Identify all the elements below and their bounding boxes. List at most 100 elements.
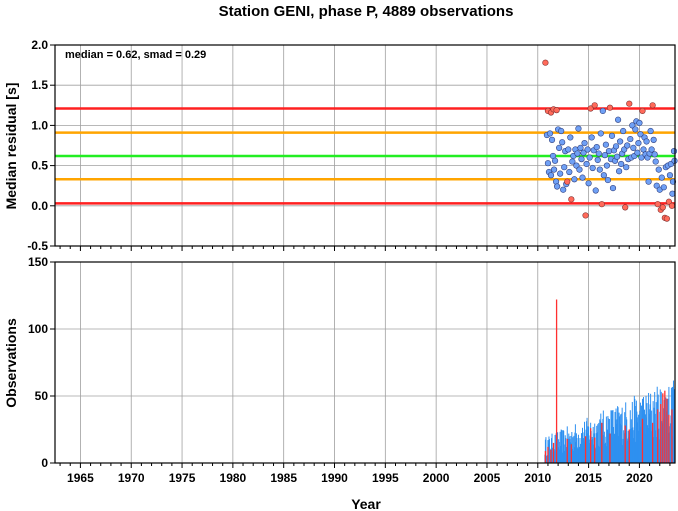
residual-point-inside bbox=[597, 130, 604, 137]
residual-point-outside bbox=[542, 59, 549, 66]
residual-point-inside bbox=[558, 127, 565, 135]
residual-point-inside bbox=[643, 138, 650, 145]
residual-point-inside bbox=[578, 156, 585, 163]
residual-point-inside bbox=[632, 126, 639, 133]
residual-point-inside bbox=[579, 174, 586, 181]
xtick-label: 1975 bbox=[169, 471, 196, 485]
residual-point-inside bbox=[584, 146, 591, 153]
residual-point-outside bbox=[622, 204, 629, 211]
residual-point-inside bbox=[561, 164, 568, 171]
residual-point-outside bbox=[587, 105, 594, 112]
residual-point-inside bbox=[604, 176, 612, 184]
stats-annotation: median = 0.62, smad = 0.29 bbox=[65, 49, 206, 61]
bottom-ytick-label: 0 bbox=[41, 456, 48, 470]
chart-title: Station GENI, phase P, 4889 observations bbox=[219, 3, 514, 20]
residual-point-inside bbox=[551, 157, 559, 164]
bottom-ytick-label: 150 bbox=[28, 255, 48, 269]
top-ytick-label: 0.0 bbox=[31, 199, 48, 213]
residual-point-inside bbox=[617, 138, 624, 145]
residual-point-inside bbox=[658, 174, 665, 181]
xtick-label: 1980 bbox=[220, 471, 247, 485]
residual-point-inside bbox=[595, 150, 602, 157]
residual-point-inside bbox=[655, 166, 662, 173]
residual-point-outside bbox=[654, 201, 661, 208]
residual-point-inside bbox=[557, 170, 564, 177]
bottom-frame bbox=[54, 261, 676, 464]
residual-point-inside bbox=[602, 141, 609, 148]
residual-point-inside bbox=[594, 156, 601, 164]
residual-point-inside bbox=[576, 166, 583, 173]
residual-point-inside bbox=[580, 149, 587, 156]
residual-point-inside bbox=[627, 135, 634, 143]
residual-point-inside bbox=[544, 160, 552, 167]
residual-point-inside bbox=[546, 130, 554, 137]
bottom-ytick-label: 100 bbox=[28, 322, 48, 336]
residual-point-inside bbox=[651, 151, 658, 158]
residual-point-inside bbox=[548, 136, 556, 143]
residual-point-inside bbox=[635, 139, 642, 147]
top-ylabel: Median residual [s] bbox=[3, 83, 19, 210]
xtick-label: 2015 bbox=[575, 471, 602, 485]
residual-point-inside bbox=[571, 176, 578, 183]
residual-point-outside bbox=[582, 212, 589, 219]
top-ytick-label: 1.0 bbox=[31, 118, 48, 132]
residual-point-inside bbox=[660, 184, 667, 191]
residual-point-inside bbox=[567, 134, 574, 141]
top-ytick-label: 0.5 bbox=[31, 159, 48, 173]
residual-point-outside bbox=[668, 202, 676, 209]
residual-point-inside bbox=[556, 144, 563, 152]
residual-point-inside bbox=[589, 164, 596, 172]
residual-point-inside bbox=[609, 185, 617, 192]
residual-point-outside bbox=[663, 215, 670, 222]
residual-point-inside bbox=[592, 187, 599, 194]
residual-point-inside bbox=[630, 144, 637, 152]
xtick-label: 1995 bbox=[372, 471, 399, 485]
residual-point-inside bbox=[670, 148, 678, 155]
residual-point-inside bbox=[612, 143, 620, 150]
residual-point-inside bbox=[603, 162, 611, 169]
bottom-ylabel: Observations bbox=[3, 318, 19, 408]
residual-point-inside bbox=[583, 160, 590, 168]
residual-point-outside bbox=[564, 178, 571, 185]
residual-point-inside bbox=[638, 154, 645, 161]
residual-point-inside bbox=[615, 168, 623, 175]
residual-point-inside bbox=[586, 154, 593, 161]
residual-point-inside bbox=[559, 139, 566, 146]
residual-point-outside bbox=[649, 102, 656, 109]
xtick-label: 2020 bbox=[626, 471, 653, 485]
top-ytick-label: -0.5 bbox=[27, 239, 48, 253]
residual-point-inside bbox=[600, 172, 607, 179]
residual-point-inside bbox=[614, 116, 622, 123]
residual-point-inside bbox=[593, 144, 600, 151]
residual-point-inside bbox=[618, 160, 625, 168]
residual-point-outside bbox=[568, 196, 575, 203]
bottom-ytick-label: 50 bbox=[35, 389, 49, 403]
residual-point-inside bbox=[648, 146, 655, 153]
residual-point-inside bbox=[623, 164, 630, 171]
residual-point-inside bbox=[645, 178, 652, 185]
residual-point-inside bbox=[565, 146, 572, 153]
residual-point-inside bbox=[575, 125, 582, 132]
residual-point-inside bbox=[624, 142, 631, 149]
top-ytick-label: 1.5 bbox=[31, 78, 48, 92]
residual-point-inside bbox=[566, 168, 573, 176]
xlabel: Year bbox=[351, 496, 381, 511]
residual-point-inside bbox=[647, 127, 654, 135]
residual-point-inside bbox=[560, 186, 567, 193]
residual-point-outside bbox=[639, 107, 646, 115]
residual-point-inside bbox=[553, 183, 561, 190]
residual-point-outside bbox=[591, 102, 598, 109]
residual-point-inside bbox=[650, 136, 657, 143]
residual-point-inside bbox=[666, 172, 674, 179]
residual-point-inside bbox=[669, 178, 677, 185]
residual-point-inside bbox=[599, 107, 606, 115]
residual-point-outside bbox=[553, 107, 560, 114]
top-ytick-label: 2.0 bbox=[31, 38, 48, 52]
residual-point-inside bbox=[620, 127, 627, 135]
residual-point-inside bbox=[636, 119, 643, 127]
residual-point-inside bbox=[613, 153, 621, 160]
xtick-label: 2000 bbox=[423, 471, 450, 485]
xtick-label: 1990 bbox=[321, 471, 348, 485]
